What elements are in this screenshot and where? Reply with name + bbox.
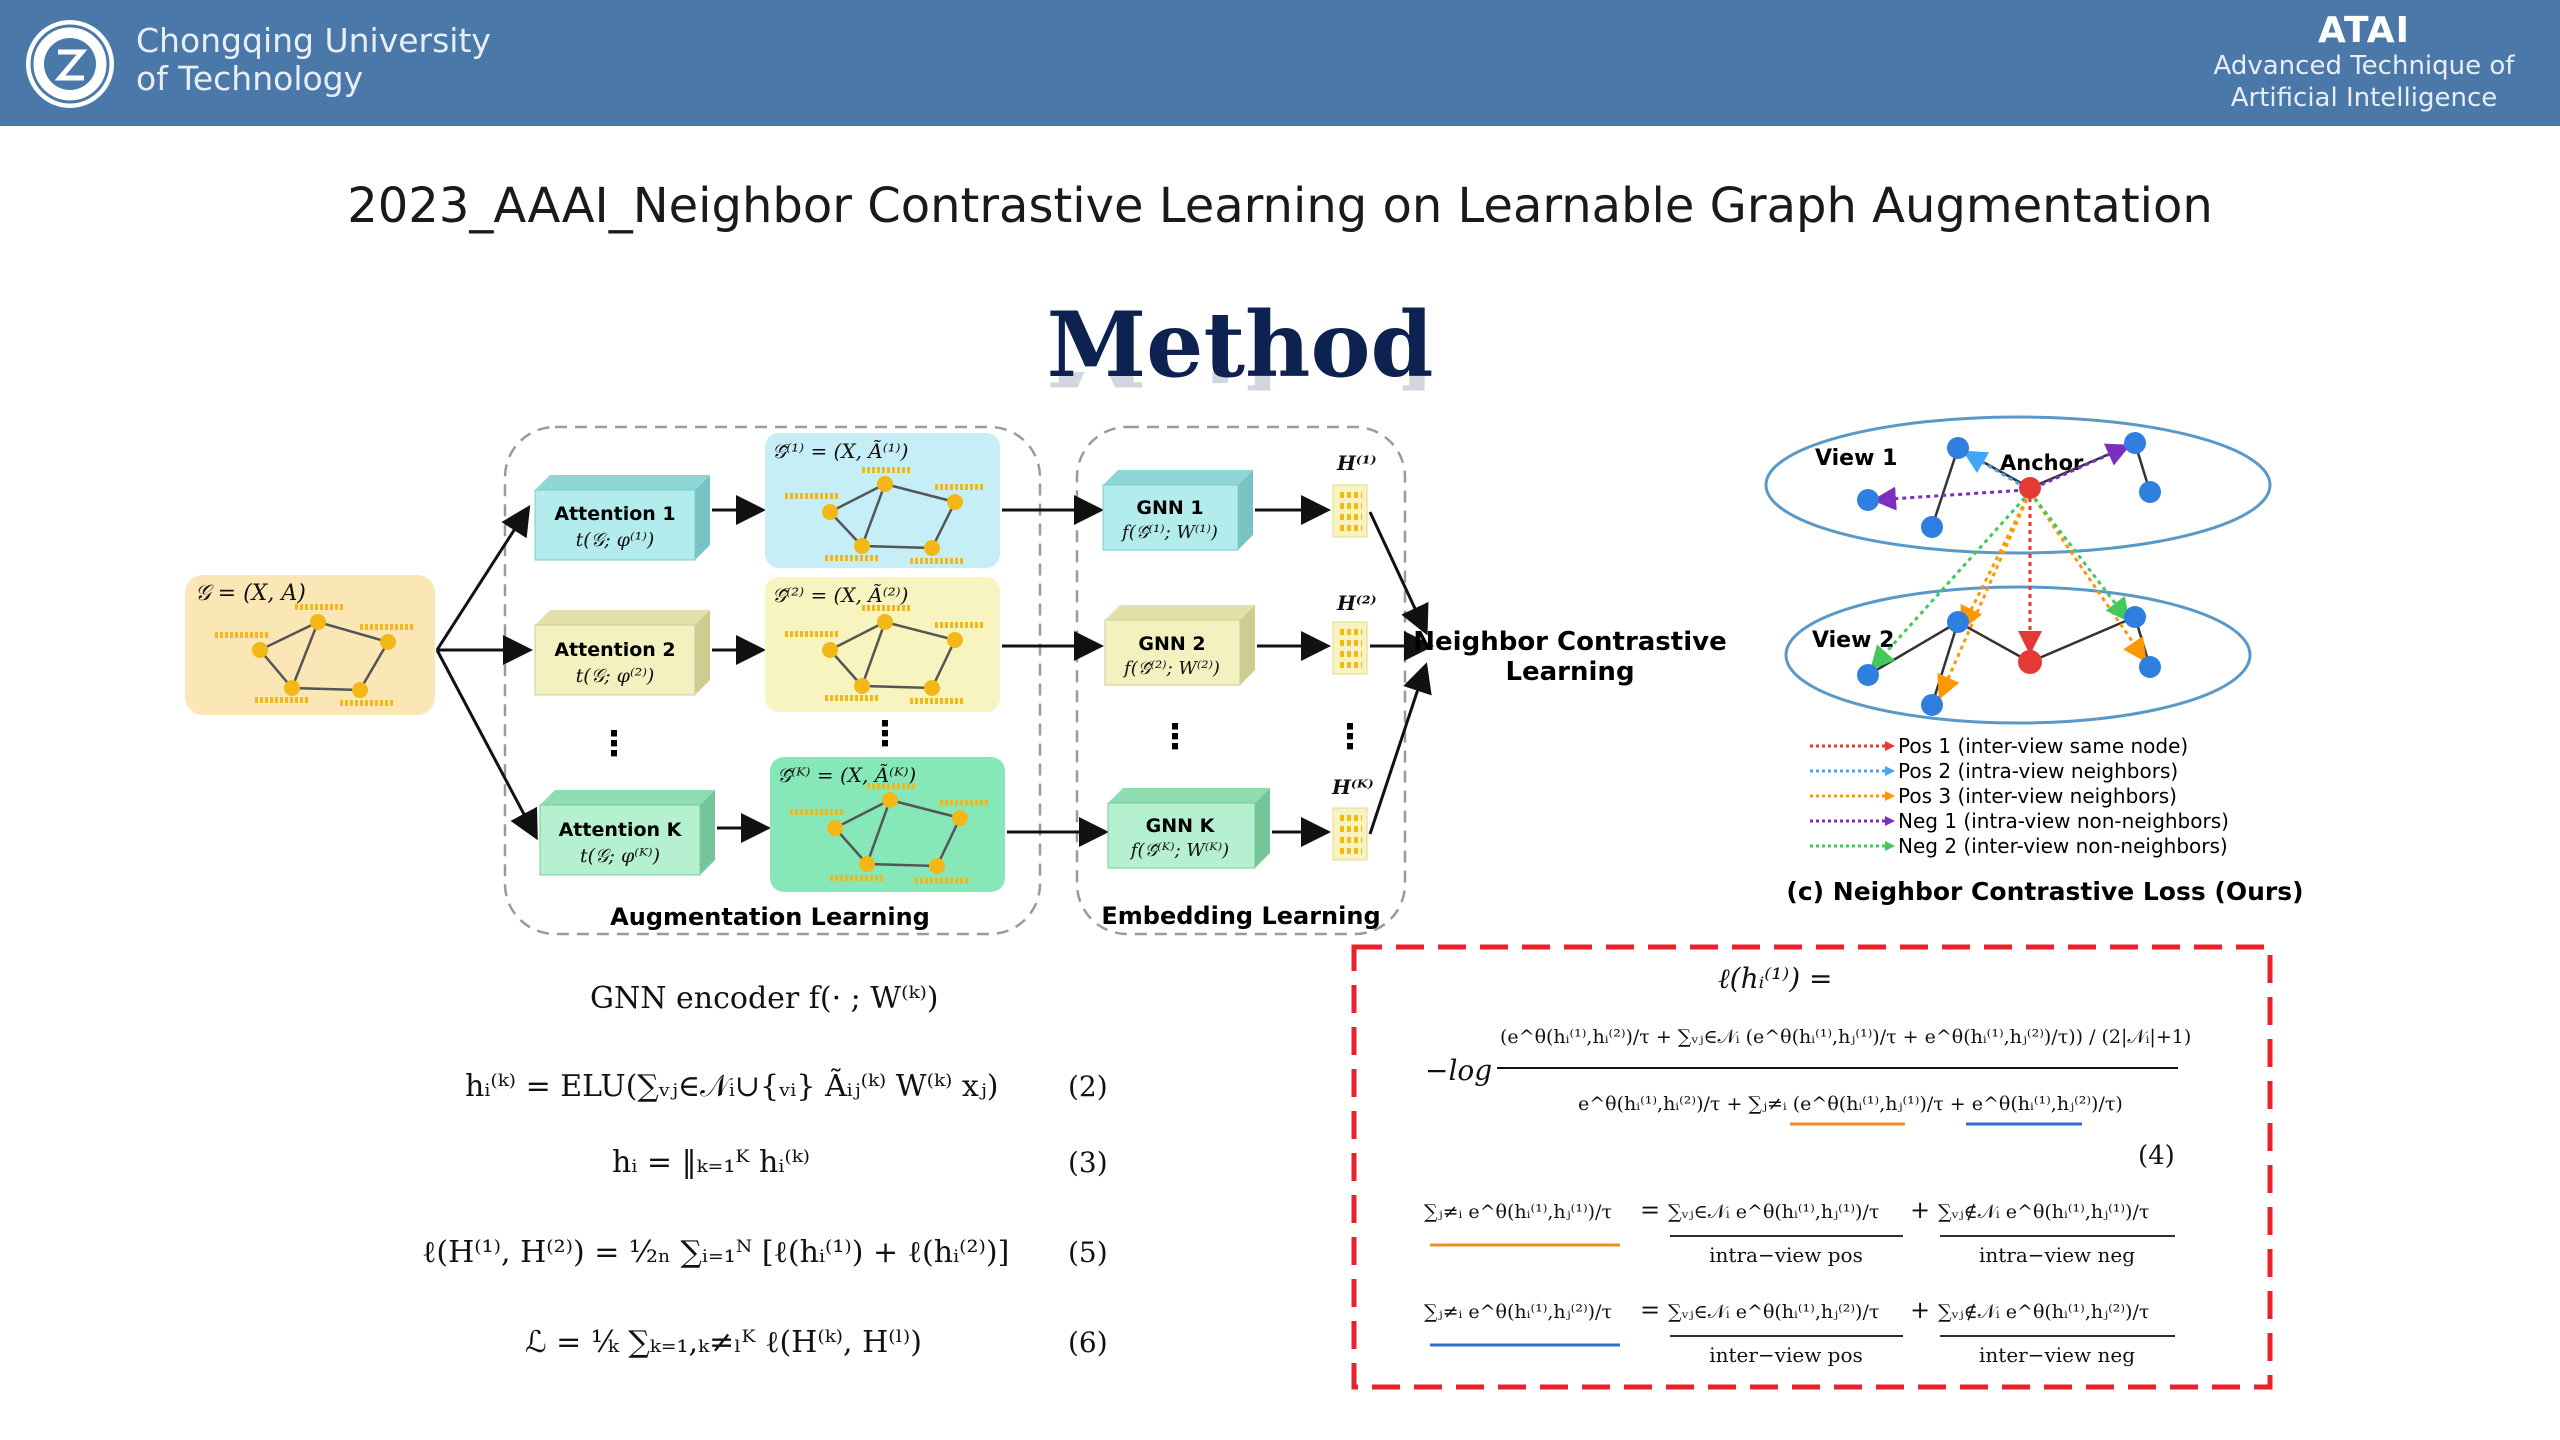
attention-1-name: Attention 1 xyxy=(554,503,675,525)
embedding-ellipsis: ⋮ xyxy=(1333,717,1367,757)
legend-arrow-icon-1 xyxy=(1885,741,1895,751)
row2-plus: + xyxy=(1910,1296,1930,1324)
row1-equals: = xyxy=(1640,1196,1660,1224)
aug-graph-k: 𝒢̃⁽ᴷ⁾ = (X, Ã⁽ᴷ⁾) xyxy=(770,757,1005,892)
atai-sub-1: Advanced Technique of xyxy=(2213,51,2515,81)
atai-logo: ATAI xyxy=(2317,10,2411,51)
row2-pos: ∑ᵥⱼ∈𝒩ᵢ e^θ(hᵢ⁽¹⁾,hⱼ⁽²⁾)/τ xyxy=(1668,1301,1879,1323)
gnn-box-2: GNN 2 f(𝒢̃⁽²⁾; W⁽²⁾) xyxy=(1104,605,1255,686)
equation-4-number: (4) xyxy=(2138,1141,2175,1171)
gnn-2-name: GNN 2 xyxy=(1138,633,1205,655)
row1-lhs: ∑ⱼ≠ᵢ e^θ(hᵢ⁽¹⁾,hⱼ⁽¹⁾)/τ xyxy=(1424,1201,1612,1223)
university-logo-icon xyxy=(26,20,114,108)
gnn-ellipsis: ⋮ xyxy=(1158,717,1192,757)
row1-neg: ∑ᵥⱼ∉𝒩ᵢ e^θ(hᵢ⁽¹⁾,hⱼ⁽¹⁾)/τ xyxy=(1938,1201,2149,1223)
legend-arrow-icon-3 xyxy=(1885,791,1895,801)
aug-ellipsis: ⋮ xyxy=(868,714,902,754)
ncl-label-line-1: Neighbor Contrastive xyxy=(1413,627,1726,657)
legend-arrow-icon-5 xyxy=(1885,841,1895,851)
slide-title: 2023_AAAI_Neighbor Contrastive Learning … xyxy=(347,178,2213,234)
gnn-1-name: GNN 1 xyxy=(1136,497,1203,519)
row2-lhs: ∑ⱼ≠ᵢ e^θ(hᵢ⁽¹⁾,hⱼ⁽²⁾)/τ xyxy=(1424,1301,1612,1323)
method-title: Method xyxy=(1046,292,1434,398)
input-graph-label: 𝒢 = (X, A) xyxy=(195,581,306,606)
embedding-learning-label: Embedding Learning xyxy=(1101,902,1380,930)
gnn-k-formula: f(𝒢̃⁽ᴷ⁾; W⁽ᴷ⁾) xyxy=(1129,840,1229,861)
aug-graph-1-label: 𝒢̃⁽¹⁾ = (X, Ã⁽¹⁾) xyxy=(772,439,908,463)
inter-view-pos-label: inter−view pos xyxy=(1709,1343,1863,1367)
embedding-k-label: H⁽ᴷ⁾ xyxy=(1331,775,1374,799)
legend-arrow-icon-2 xyxy=(1885,766,1895,776)
loss-panel-caption: (c) Neighbor Contrastive Loss (Ours) xyxy=(1786,877,2303,906)
gnn-box-1: GNN 1 f(𝒢̃⁽¹⁾; W⁽¹⁾) xyxy=(1102,470,1253,551)
legend-label-3: Pos 3 (inter-view neighbors) xyxy=(1898,784,2177,808)
header-bar: Chongqing University of Technology ATAI … xyxy=(0,0,2560,126)
attention-k-formula: t(𝒢; φ⁽ᴷ⁾) xyxy=(580,845,660,867)
equation-2: hᵢ⁽ᵏ⁾ = ELU(∑ᵥⱼ∈𝒩ᵢ∪{ᵥᵢ} Ãᵢⱼ⁽ᵏ⁾ W⁽ᵏ⁾ xⱼ) xyxy=(465,1068,998,1104)
row1-pos: ∑ᵥⱼ∈𝒩ᵢ e^θ(hᵢ⁽¹⁾,hⱼ⁽¹⁾)/τ xyxy=(1668,1201,1879,1223)
embedding-2-label: H⁽²⁾ xyxy=(1336,591,1377,615)
embedding-1: H⁽¹⁾ xyxy=(1332,451,1377,538)
loss-definition-box: ℓ(hᵢ⁽¹⁾) = −log (e^θ(hᵢ⁽¹⁾,hᵢ⁽²⁾)/τ + ∑ᵥ… xyxy=(1351,944,2273,1390)
embedding-2: H⁽²⁾ xyxy=(1332,591,1377,675)
view-1-label: View 1 xyxy=(1815,446,1897,471)
legend-label-2: Pos 2 (intra-view neighbors) xyxy=(1898,759,2178,783)
loss-legend: Pos 1 (inter-view same node)Pos 2 (intra… xyxy=(1810,734,2229,858)
gnn-encoder-text: GNN encoder f(· ; W⁽ᵏ⁾) xyxy=(590,981,939,1016)
intra-view-neg-label: intra−view neg xyxy=(1979,1243,2135,1267)
university-name: Chongqing University of Technology xyxy=(136,22,491,98)
attention-box-1: Attention 1 t(𝒢; φ⁽¹⁾) xyxy=(534,475,710,561)
attention-1-formula: t(𝒢; φ⁽¹⁾) xyxy=(576,529,655,551)
atai-brand: ATAI Advanced Technique of Artificial In… xyxy=(2204,12,2524,114)
ncl-label-line-2: Learning xyxy=(1505,657,1634,687)
equation-2-number: (2) xyxy=(1068,1070,1108,1103)
equation-6-number: (6) xyxy=(1068,1326,1108,1359)
equation-3-number: (3) xyxy=(1068,1146,1108,1179)
university-line-2: of Technology xyxy=(136,59,364,98)
intra-view-pos-label: intra−view pos xyxy=(1709,1243,1863,1267)
embedding-k: H⁽ᴷ⁾ xyxy=(1331,775,1374,861)
gnn-2-formula: f(𝒢̃⁽²⁾; W⁽²⁾) xyxy=(1122,658,1220,679)
view-2-label: View 2 xyxy=(1812,628,1894,653)
loss-denominator: e^θ(hᵢ⁽¹⁾,hᵢ⁽²⁾)/τ + ∑ⱼ≠ᵢ (e^θ(hᵢ⁽¹⁾,hⱼ⁽… xyxy=(1578,1093,2123,1115)
attention-box-2: Attention 2 t(𝒢; φ⁽²⁾) xyxy=(534,610,710,696)
aug-graph-1: 𝒢̃⁽¹⁾ = (X, Ã⁽¹⁾) xyxy=(765,433,1000,568)
attention-ellipsis: ⋮ xyxy=(597,724,631,764)
embedding-1-label: H⁽¹⁾ xyxy=(1336,451,1377,475)
legend-label-1: Pos 1 (inter-view same node) xyxy=(1898,734,2188,758)
legend-label-4: Neg 1 (intra-view non-neighbors) xyxy=(1898,809,2229,833)
gnn-k-name: GNN K xyxy=(1146,815,1216,837)
augmentation-learning-label: Augmentation Learning xyxy=(610,903,930,931)
equation-3: hᵢ = ‖ₖ₌₁ᴷ hᵢ⁽ᵏ⁾ xyxy=(612,1145,810,1180)
aug-graph-2: 𝒢̃⁽²⁾ = (X, Ã⁽²⁾) xyxy=(765,577,1000,712)
gnn-1-formula: f(𝒢̃⁽¹⁾; W⁽¹⁾) xyxy=(1120,522,1218,543)
equation-5: ℓ(H⁽¹⁾, H⁽²⁾) = ¹⁄₂ₙ ∑ᵢ₌₁ᴺ [ℓ(hᵢ⁽¹⁾) + ℓ… xyxy=(422,1235,1009,1270)
attention-k-name: Attention K xyxy=(559,819,683,841)
loss-lhs: ℓ(hᵢ⁽¹⁾) = xyxy=(1718,962,1833,995)
contrastive-views: View 1 View 2 Anchor xyxy=(1764,415,2272,725)
attention-2-formula: t(𝒢; φ⁽²⁾) xyxy=(576,665,655,687)
equation-5-number: (5) xyxy=(1068,1236,1108,1269)
input-graph: 𝒢 = (X, A) xyxy=(185,575,435,715)
equation-block: GNN encoder f(· ; W⁽ᵏ⁾) hᵢ⁽ᵏ⁾ = ELU(∑ᵥⱼ∈… xyxy=(422,981,1108,1360)
university-line-1: Chongqing University xyxy=(136,21,491,60)
equation-6: ℒ = ¹⁄ₖ ∑ₖ₌₁,ₖ≠ₗᴷ ℓ(H⁽ᵏ⁾, H⁽ˡ⁾) xyxy=(525,1325,922,1360)
row2-neg: ∑ᵥⱼ∉𝒩ᵢ e^θ(hᵢ⁽¹⁾,hⱼ⁽²⁾)/τ xyxy=(1938,1301,2149,1323)
inter-view-neg-label: inter−view neg xyxy=(1979,1343,2135,1367)
aug-graph-k-label: 𝒢̃⁽ᴷ⁾ = (X, Ã⁽ᴷ⁾) xyxy=(777,763,916,787)
gnn-box-k: GNN K f(𝒢̃⁽ᴷ⁾; W⁽ᴷ⁾) xyxy=(1107,788,1270,869)
aug-graph-2-label: 𝒢̃⁽²⁾ = (X, Ã⁽²⁾) xyxy=(772,583,908,607)
attention-2-name: Attention 2 xyxy=(554,639,675,661)
legend-label-5: Neg 2 (inter-view non-neighbors) xyxy=(1898,834,2228,858)
legend-arrow-icon-4 xyxy=(1885,816,1895,826)
attention-box-k: Attention K t(𝒢; φ⁽ᴷ⁾) xyxy=(539,790,715,876)
row2-equals: = xyxy=(1640,1296,1660,1324)
atai-sub-2: Artificial Intelligence xyxy=(2230,83,2498,113)
row1-plus: + xyxy=(1910,1196,1930,1224)
neglog: −log xyxy=(1425,1054,1492,1087)
loss-numerator: (e^θ(hᵢ⁽¹⁾,hᵢ⁽²⁾)/τ + ∑ᵥⱼ∈𝒩ᵢ (e^θ(hᵢ⁽¹⁾,… xyxy=(1500,1026,2191,1048)
